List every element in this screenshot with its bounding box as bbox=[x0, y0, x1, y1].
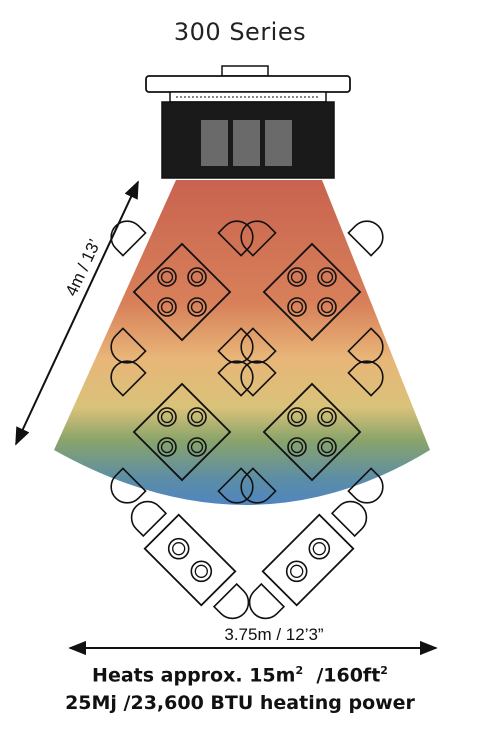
plate-icon bbox=[317, 407, 337, 427]
plate-icon bbox=[287, 407, 307, 427]
plate-icon bbox=[160, 440, 174, 454]
table-top bbox=[132, 242, 232, 342]
plate-icon bbox=[167, 537, 190, 560]
chair-icon bbox=[248, 582, 286, 620]
plate-icon bbox=[320, 270, 334, 284]
chair-icon bbox=[110, 467, 147, 504]
chair-icon bbox=[347, 360, 384, 397]
chair-icon bbox=[110, 220, 147, 257]
table-set-icon bbox=[240, 220, 384, 364]
plate-icon bbox=[190, 270, 204, 284]
table-top bbox=[262, 242, 362, 342]
chair-icon bbox=[240, 467, 277, 504]
plate-icon bbox=[190, 440, 204, 454]
plate-icon bbox=[287, 297, 307, 317]
plate-icon bbox=[194, 564, 208, 578]
plate-icon bbox=[320, 410, 334, 424]
plate-icon bbox=[157, 297, 177, 317]
plate-icon bbox=[290, 440, 304, 454]
plate-icon bbox=[317, 297, 337, 317]
plate-icon bbox=[312, 542, 326, 556]
table-set-icon bbox=[130, 500, 250, 620]
plate-icon bbox=[190, 410, 204, 424]
plate-icon bbox=[290, 410, 304, 424]
plate-icon bbox=[190, 300, 204, 314]
table-top bbox=[143, 513, 237, 607]
depth-dimension-arrow bbox=[15, 180, 139, 446]
table-top bbox=[262, 382, 362, 482]
plate-icon bbox=[308, 537, 331, 560]
heating-element bbox=[265, 120, 292, 166]
table-top bbox=[132, 382, 232, 482]
plate-icon bbox=[160, 300, 174, 314]
chair-icon bbox=[240, 327, 277, 364]
plate-icon bbox=[285, 560, 308, 583]
chair-icon bbox=[240, 220, 277, 257]
coverage-area-metric: Heats approx. 15m bbox=[92, 664, 296, 687]
chair-icon bbox=[330, 500, 368, 538]
chair-icon bbox=[217, 360, 254, 397]
plate-icon bbox=[320, 440, 334, 454]
plate-icon bbox=[160, 270, 174, 284]
plate-icon bbox=[320, 300, 334, 314]
coverage-area-text: Heats approx. 15m2 /160ft2 bbox=[0, 664, 480, 686]
superscript: 2 bbox=[380, 664, 388, 677]
plate-icon bbox=[187, 437, 207, 457]
superscript: 2 bbox=[295, 664, 304, 677]
plate-icon bbox=[187, 297, 207, 317]
plate-icon bbox=[187, 407, 207, 427]
coverage-area-imperial: /160ft bbox=[303, 664, 381, 687]
chair-icon bbox=[347, 327, 384, 364]
plate-icon bbox=[160, 410, 174, 424]
heating-element bbox=[201, 120, 228, 166]
plate-icon bbox=[190, 560, 213, 583]
plate-icon bbox=[157, 407, 177, 427]
plate-icon bbox=[187, 267, 207, 287]
plate-icon bbox=[287, 267, 307, 287]
chair-icon bbox=[217, 220, 254, 257]
plate-icon bbox=[172, 542, 186, 556]
table-top bbox=[261, 513, 355, 607]
chair-icon bbox=[212, 582, 250, 620]
plate-icon bbox=[290, 270, 304, 284]
plate-icon bbox=[287, 437, 307, 457]
width-label: 3.75m / 12’3” bbox=[224, 625, 324, 644]
plate-icon bbox=[157, 267, 177, 287]
chair-icon bbox=[347, 467, 384, 504]
plate-icon bbox=[317, 437, 337, 457]
page-title: 300 Series bbox=[173, 18, 307, 46]
chair-icon bbox=[130, 500, 168, 538]
table-set-icon bbox=[248, 500, 368, 620]
plate-icon bbox=[290, 300, 304, 314]
plate-icon bbox=[290, 564, 304, 578]
heating-element bbox=[233, 120, 260, 166]
table-set-icon bbox=[240, 360, 384, 504]
heating-power-text: 25Mj /23,600 BTU heating power bbox=[65, 692, 415, 714]
chair-icon bbox=[347, 220, 384, 257]
chair-icon bbox=[240, 360, 277, 397]
plate-icon bbox=[157, 437, 177, 457]
heater-icon bbox=[145, 65, 351, 179]
plate-icon bbox=[317, 267, 337, 287]
